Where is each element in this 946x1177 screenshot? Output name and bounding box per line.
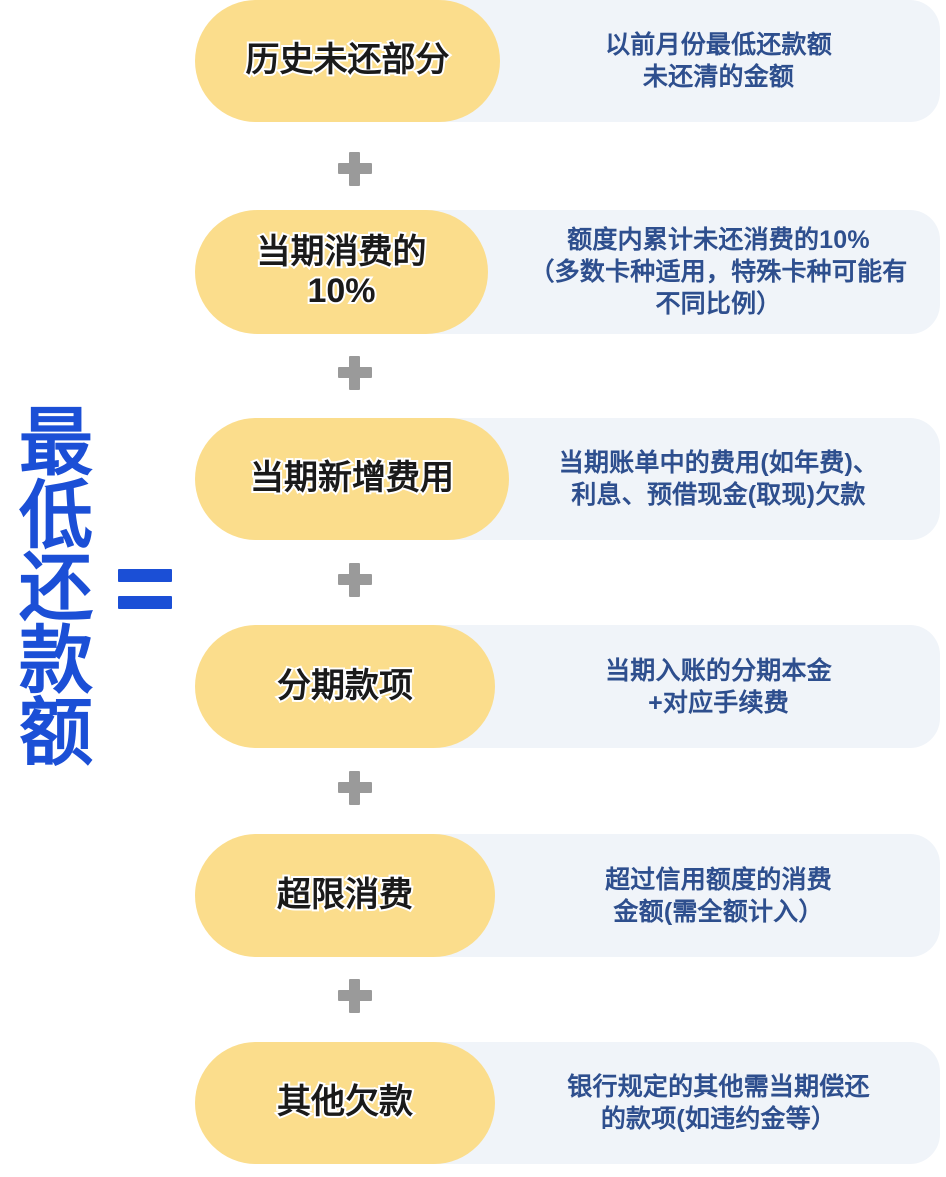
component-title-text: 超限消费 <box>275 874 415 916</box>
component-title-pill: 其他欠款 <box>195 1042 495 1164</box>
component-title-text: 历史未还部分 <box>244 39 452 81</box>
minimum-payment-label-char: 最 <box>19 401 93 485</box>
component-title-pill: 超限消费 <box>195 834 495 957</box>
component-title-text: 其他欠款 <box>275 1081 415 1123</box>
component-title-pill: 分期款项 <box>195 625 495 748</box>
component-title-pill: 当期新增费用 <box>195 418 509 540</box>
component-row: 当期入账的分期本金 +对应手续费 分期款项 <box>195 625 943 748</box>
plus-icon <box>338 356 372 390</box>
component-title-pill: 当期消费的 10% <box>195 210 488 334</box>
plus-icon <box>338 152 372 186</box>
equals-bar-bottom <box>118 595 172 609</box>
component-description-text: 当期入账的分期本金 +对应手续费 <box>605 656 832 717</box>
minimum-payment-label-char: 还 <box>19 546 93 630</box>
minimum-payment-label-char: 低 <box>19 473 93 557</box>
equation-left-side: 最低还款额 <box>0 0 190 1177</box>
plus-icon <box>338 979 372 1013</box>
plus-icon <box>338 563 372 597</box>
equals-bar-top <box>118 568 172 582</box>
component-row: 超过信用额度的消费 金额(需全额计入） 超限消费 <box>195 834 943 957</box>
equals-sign-icon <box>114 568 176 609</box>
component-row: 以前月份最低还款额 未还清的金额 历史未还部分 <box>195 0 943 122</box>
minimum-payment-label: 最低还款额 <box>8 401 104 775</box>
component-description-text: 银行规定的其他需当期偿还 的款项(如违约金等） <box>567 1073 870 1133</box>
component-row: 当期账单中的费用(如年费)、 利息、预借现金(取现)欠款 当期新增费用 <box>195 418 943 540</box>
component-title-text: 当期消费的 10% <box>255 231 429 312</box>
plus-icon <box>338 771 372 805</box>
component-row: 额度内累计未还消费的10% （多数卡种适用，特殊卡种可能有 不同比例） 当期消费的… <box>195 210 943 334</box>
component-rows: 以前月份最低还款额 未还清的金额 历史未还部分额度内累计未还消费的10% （多数卡… <box>195 0 946 1177</box>
component-title-pill: 历史未还部分 <box>195 0 500 122</box>
component-description-text: 以前月份最低还款额 未还清的金额 <box>605 31 832 91</box>
minimum-payment-label-char: 款 <box>19 618 93 702</box>
component-title-text: 当期新增费用 <box>248 457 456 499</box>
component-description-text: 当期账单中的费用(如年费)、 利息、预借现金(取现)欠款 <box>558 449 879 509</box>
component-title-text: 分期款项 <box>275 665 415 707</box>
minimum-payment-label-char: 额 <box>19 691 93 775</box>
component-row: 银行规定的其他需当期偿还 的款项(如违约金等） 其他欠款 <box>195 1042 943 1164</box>
component-description-text: 超过信用额度的消费 金额(需全额计入） <box>605 865 832 926</box>
component-description-text: 额度内累计未还消费的10% （多数卡种适用，特殊卡种可能有 不同比例） <box>529 226 908 318</box>
